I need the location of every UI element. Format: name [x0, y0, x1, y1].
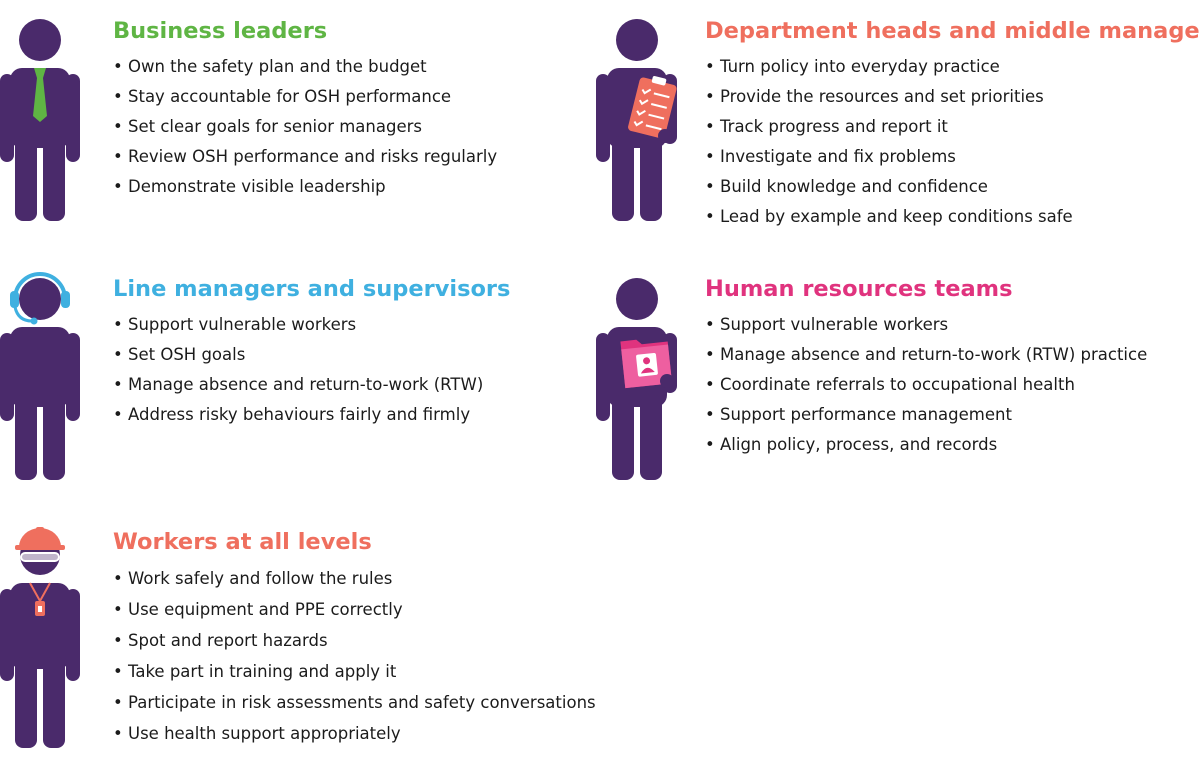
business-leaders-list: •Own the safety plan and the budget •Sta…: [113, 52, 497, 202]
group-title: Line managers and supervisors: [113, 276, 511, 302]
list-item: •Turn policy into everyday practice: [705, 57, 1000, 76]
list-item: •Demonstrate visible leadership: [113, 177, 386, 196]
line-managers-figure: [0, 272, 80, 480]
list-item: •Investigate and fix problems: [705, 147, 956, 166]
list-item: •Set clear goals for senior managers: [113, 117, 422, 136]
list-item: •Support vulnerable workers: [113, 315, 357, 334]
list-item: •Address risky behaviours fairly and fir…: [113, 405, 471, 424]
group-title: Workers at all levels: [113, 529, 372, 555]
person-with-folder-icon: [596, 278, 677, 480]
list-item: •Build knowledge and confidence: [705, 177, 988, 196]
business-leaders-block: Business leaders •Own the safety plan an…: [113, 18, 497, 202]
workers-figure: [0, 525, 80, 750]
list-item: •Use health support appropriately: [113, 724, 401, 743]
business-leaders-figure: [0, 18, 80, 223]
hr-teams-list: •Support vulnerable workers •Manage abse…: [705, 310, 1147, 460]
hr-teams-block: Human resources teams •Support vulnerabl…: [705, 276, 1147, 460]
list-item: •Lead by example and keep conditions saf…: [705, 207, 1073, 226]
person-with-headset-icon: [0, 272, 80, 480]
list-item: •Participate in risk assessments and saf…: [113, 693, 596, 712]
list-item: •Support vulnerable workers: [705, 315, 949, 334]
list-item: •Use equipment and PPE correctly: [113, 600, 403, 619]
person-with-hardhat-icon: [0, 527, 80, 748]
line-managers-list: •Support vulnerable workers •Set OSH goa…: [113, 310, 510, 430]
list-item: •Stay accountable for OSH performance: [113, 87, 452, 106]
list-item: •Review OSH performance and risks regula…: [113, 147, 498, 166]
list-item: •Manage absence and return-to-work (RTW)…: [705, 345, 1148, 364]
group-title: Human resources teams: [705, 276, 1013, 302]
list-item: •Align policy, process, and records: [705, 435, 998, 454]
list-item: •Provide the resources and set prioritie…: [705, 87, 1044, 106]
list-item: •Take part in training and apply it: [113, 662, 397, 681]
hr-teams-figure: [595, 275, 680, 480]
list-item: •Support performance management: [705, 405, 1012, 424]
person-with-tie-icon: [0, 19, 80, 221]
list-item: •Manage absence and return-to-work (RTW): [113, 375, 484, 394]
department-heads-list: •Turn policy into everyday practice •Pro…: [705, 52, 1200, 232]
group-title: Business leaders: [113, 18, 328, 44]
list-item: •Coordinate referrals to occupational he…: [705, 375, 1075, 394]
person-with-clipboard-icon: [596, 19, 677, 221]
list-item: •Track progress and report it: [705, 117, 948, 136]
workers-block: Workers at all levels •Work safely and f…: [113, 529, 596, 749]
list-item: •Work safely and follow the rules: [113, 569, 393, 588]
department-heads-block: Department heads and middle managers •Tu…: [705, 18, 1200, 232]
workers-list: •Work safely and follow the rules •Use e…: [113, 563, 596, 749]
list-item: •Spot and report hazards: [113, 631, 328, 650]
list-item: •Set OSH goals: [113, 345, 246, 364]
group-title: Department heads and middle managers: [705, 18, 1200, 44]
list-item: •Own the safety plan and the budget: [113, 57, 427, 76]
department-heads-figure: [595, 18, 680, 223]
line-managers-block: Line managers and supervisors •Support v…: [113, 276, 510, 430]
